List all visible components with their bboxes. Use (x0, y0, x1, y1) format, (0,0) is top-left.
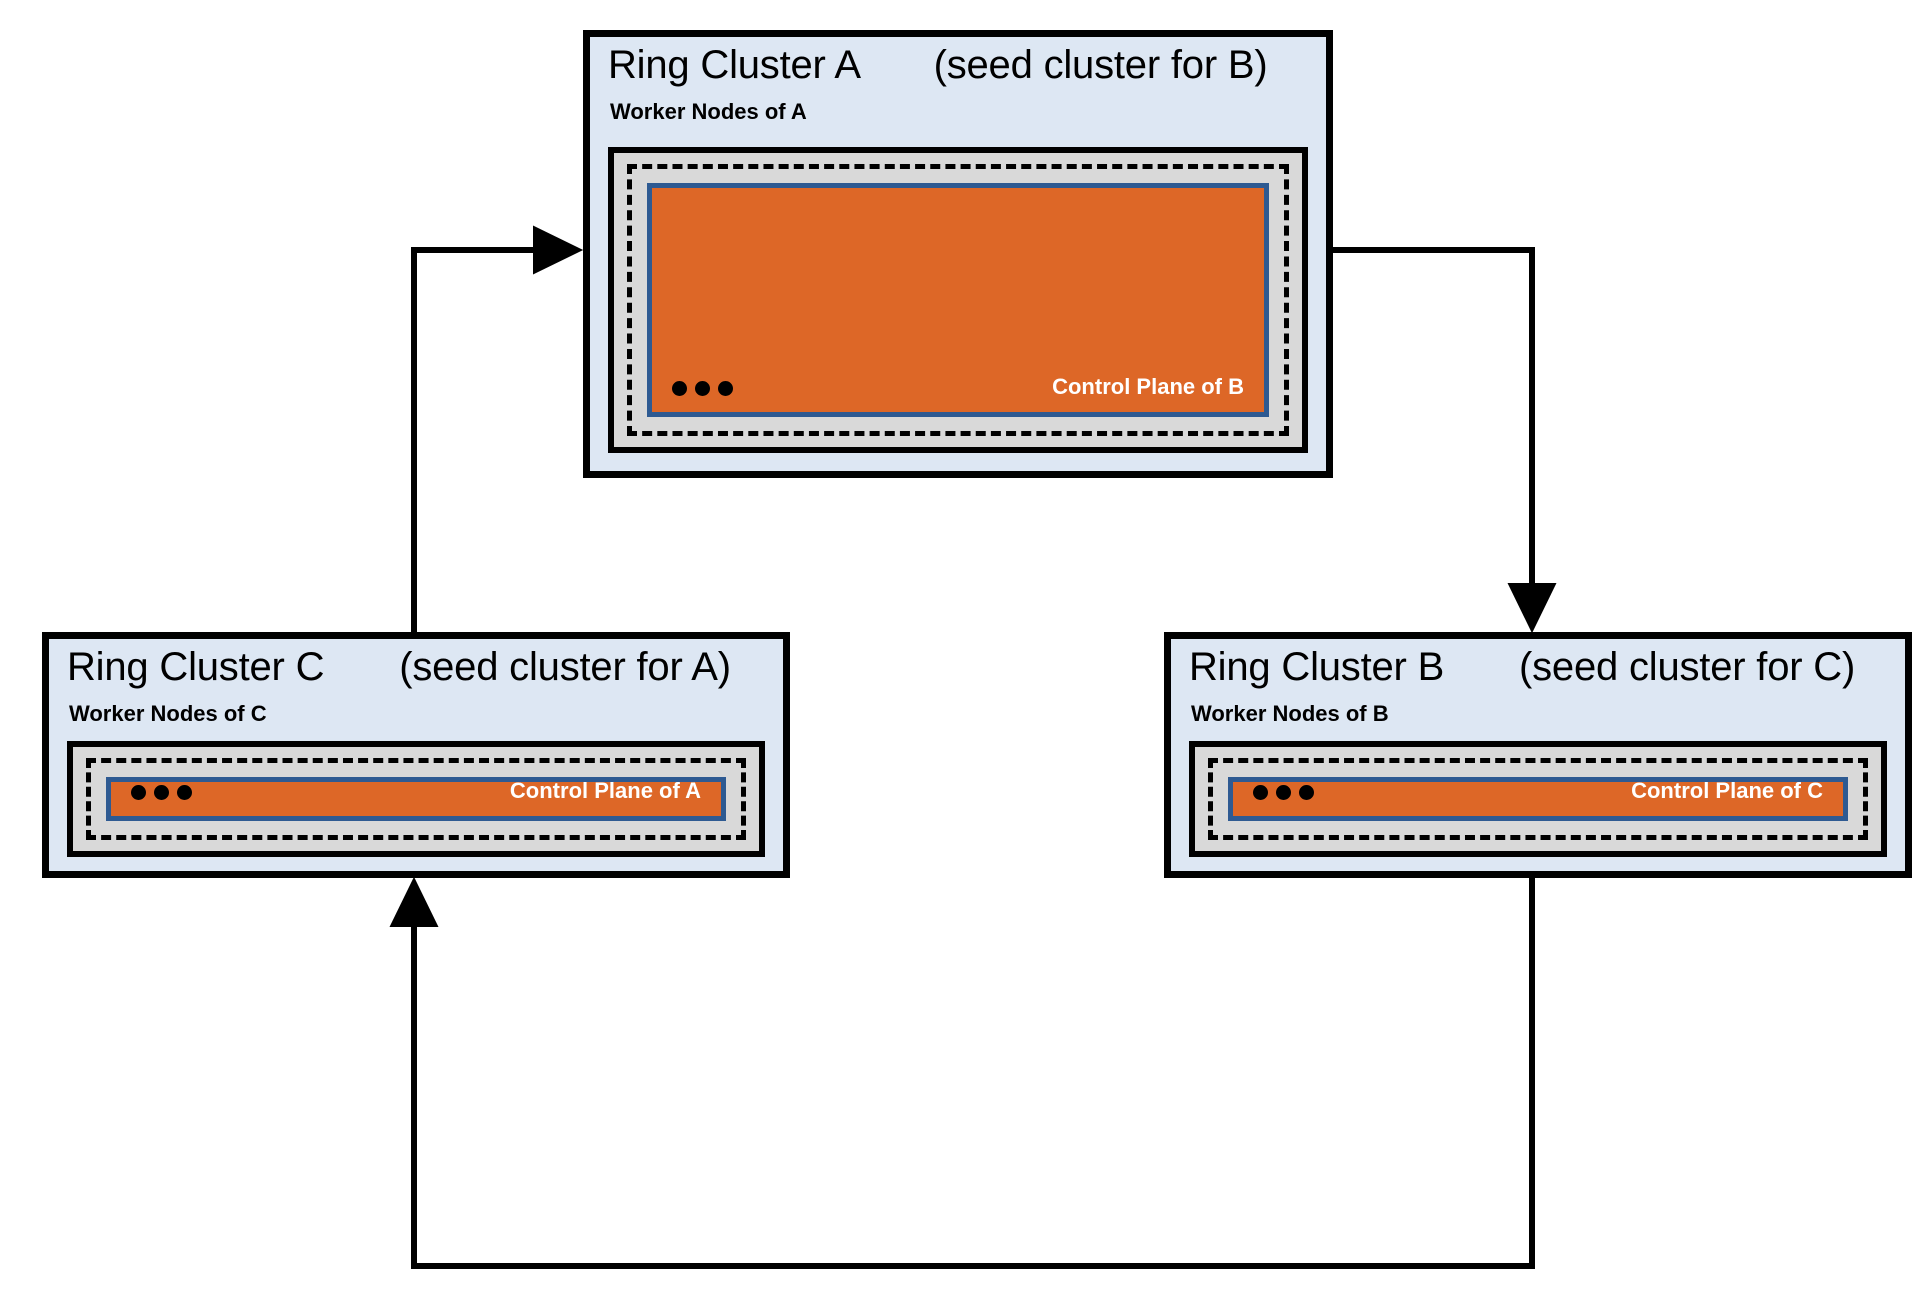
cluster-c-ellipsis-icon (131, 785, 192, 800)
cluster-c-worker-box: Control Plane of A (67, 741, 765, 857)
cluster-a-node-boundary: Control Plane of B (627, 164, 1289, 436)
cluster-b-title: Ring Cluster B (seed cluster for C) (1189, 645, 1855, 690)
ring-cluster-b[interactable]: Ring Cluster B (seed cluster for C) Work… (1164, 632, 1912, 878)
cluster-b-control-plane-label: Control Plane of C (1631, 778, 1823, 803)
cluster-a-worker-box: Control Plane of B (608, 147, 1308, 453)
cluster-a-title: Ring Cluster A (seed cluster for B) (608, 43, 1268, 88)
ring-cluster-c[interactable]: Ring Cluster C (seed cluster for A) Work… (42, 632, 790, 878)
cluster-c-title: Ring Cluster C (seed cluster for A) (67, 645, 731, 690)
ring-cluster-a[interactable]: Ring Cluster A (seed cluster for B) Work… (583, 30, 1333, 478)
cluster-b-worker-box: Control Plane of C (1189, 741, 1887, 857)
cluster-a-control-plane[interactable]: Control Plane of B (647, 183, 1269, 417)
cluster-c-node-boundary: Control Plane of A (86, 758, 746, 840)
cluster-c-control-plane-label: Control Plane of A (509, 778, 701, 803)
cluster-a-name: Ring Cluster A (608, 43, 859, 87)
cluster-b-node-boundary: Control Plane of C (1208, 758, 1868, 840)
cluster-a-worker-label: Worker Nodes of A (610, 99, 807, 124)
cluster-c-seed-note: (seed cluster for A) (399, 645, 731, 689)
arrow-a-to-b (1333, 247, 1557, 634)
arrow-c-to-a (411, 225, 584, 632)
cluster-a-seed-note: (seed cluster for B) (933, 43, 1268, 87)
cluster-b-name: Ring Cluster B (1189, 645, 1445, 689)
cluster-b-seed-note: (seed cluster for C) (1519, 645, 1856, 689)
cluster-a-control-plane-label: Control Plane of B (1052, 374, 1244, 399)
cluster-b-control-plane[interactable]: Control Plane of C (1228, 777, 1848, 821)
cluster-c-name: Ring Cluster C (67, 645, 325, 689)
cluster-b-ellipsis-icon (1253, 785, 1314, 800)
cluster-b-worker-label: Worker Nodes of B (1191, 701, 1389, 726)
cluster-c-control-plane[interactable]: Control Plane of A (106, 777, 726, 821)
arrow-b-to-c (389, 876, 1535, 1269)
cluster-c-worker-label: Worker Nodes of C (69, 701, 267, 726)
cluster-a-ellipsis-icon (672, 381, 733, 396)
